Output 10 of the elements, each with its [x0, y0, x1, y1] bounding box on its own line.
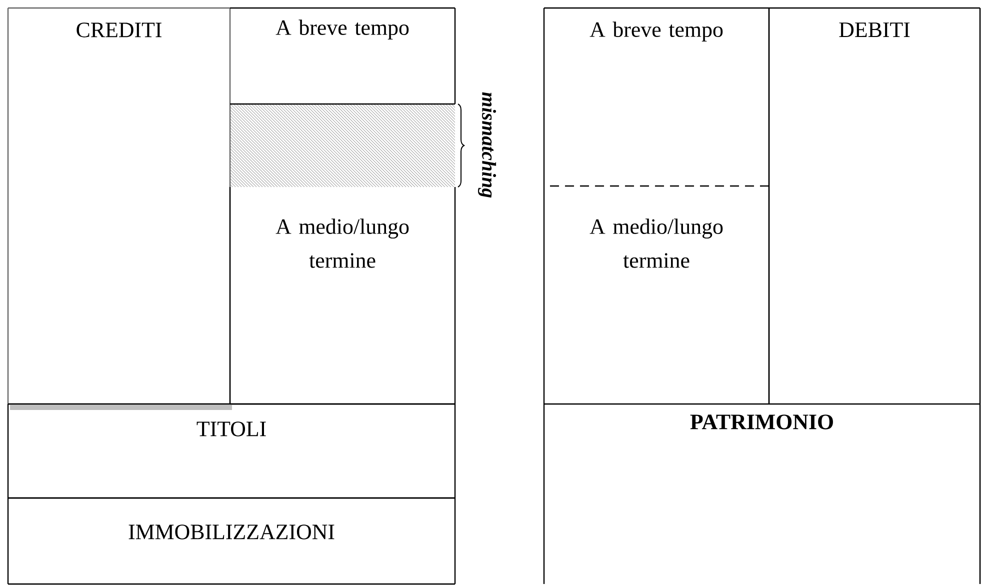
table-cell: A breve tempo	[230, 7, 456, 105]
table-cell: A breve tempo	[543, 7, 770, 187]
table-cell: IMMOBILIZZAZIONI	[7, 497, 456, 585]
table-cell: A medio/lungo termine	[543, 186, 770, 404]
table-cell: A medio/lungo termine	[229, 187, 456, 405]
table-cell: PATRIMONIO	[543, 403, 981, 584]
rotated-label: mismatching	[478, 92, 496, 198]
table-cell: CREDITI	[7, 7, 231, 405]
table-cell: DEBITI	[768, 7, 981, 404]
table-cell: TITOLI	[7, 403, 456, 499]
